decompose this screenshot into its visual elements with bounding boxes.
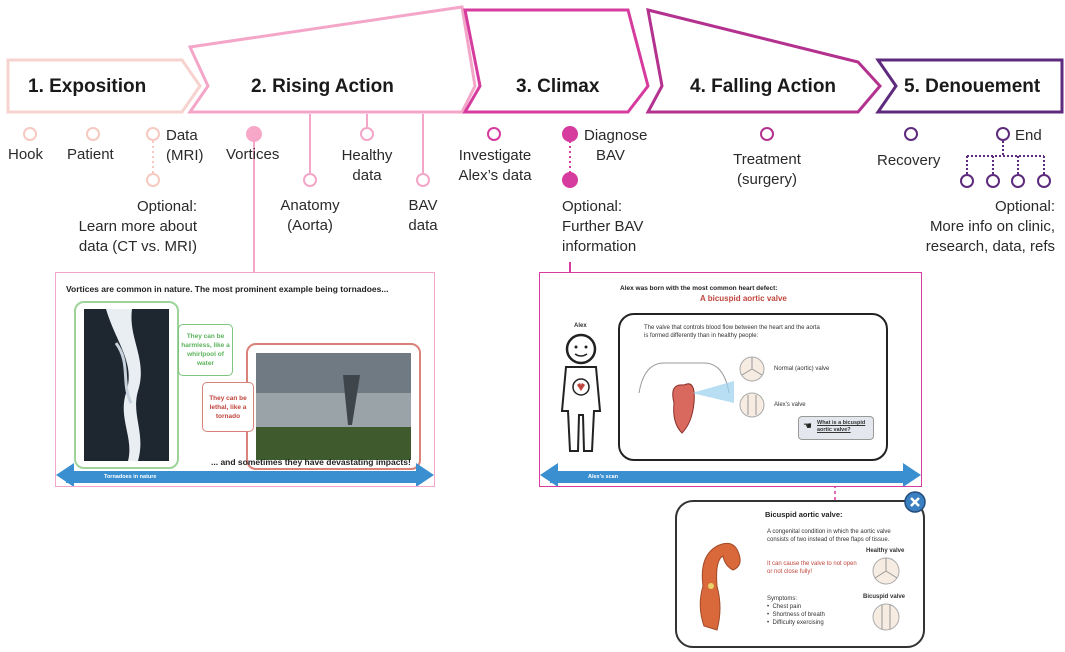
node-anatomy xyxy=(303,173,317,187)
bav-info-popup: Bicuspid aortic valve: A congenital cond… xyxy=(675,500,925,648)
popup-healthy-label: Healthy valve xyxy=(866,548,905,554)
node-bav-data xyxy=(416,173,430,187)
node-treatment xyxy=(760,127,774,141)
node-optional-bav xyxy=(562,172,578,188)
stage-arrow-falling-action xyxy=(645,7,882,114)
stage-label-exposition: 1. Exposition xyxy=(28,76,147,97)
node-diagnose xyxy=(562,126,578,142)
slide-alex-scan[interactable]: Alex was born with the most common heart… xyxy=(539,272,922,487)
popup-symptoms-title: Symptoms: xyxy=(767,596,798,602)
next-arrow-icon[interactable] xyxy=(901,463,921,487)
node-investigate xyxy=(487,127,501,141)
whirlpool-frame xyxy=(74,301,179,469)
healthy-valve-icon xyxy=(872,557,900,585)
node-optional-data xyxy=(146,173,160,187)
person-name: Alex xyxy=(574,323,587,329)
slide-alex-subtitle: A bicuspid aortic valve xyxy=(700,294,787,303)
slide-alex-title: Alex was born with the most common heart… xyxy=(620,285,778,292)
label-patient: Patient xyxy=(67,146,114,163)
popup-symptom-item: • Difficulty exercising xyxy=(767,620,824,626)
prev-arrow-icon[interactable] xyxy=(540,463,560,487)
node-end-optional-4 xyxy=(1037,174,1051,188)
node-hook xyxy=(23,127,37,141)
slide-alex-nav-bar xyxy=(550,471,908,483)
bubble-harmless: They can be harmless, like a whirlpool o… xyxy=(178,324,233,376)
slide-vortices-footer: ... and sometimes they have devastating … xyxy=(211,457,411,467)
stage-label-denouement: 5. Denouement xyxy=(904,76,1041,97)
normal-valve-label: Normal (aortic) valve xyxy=(774,366,830,372)
slide-vortices-bar-label: Tornadoes in nature xyxy=(104,474,157,480)
node-healthy xyxy=(360,127,374,141)
valve-panel: The valve that controls blood flow betwe… xyxy=(618,313,888,461)
label-treatment: Treatment(surgery) xyxy=(733,151,801,188)
stage-label-climax: 3. Climax xyxy=(516,76,600,97)
bicuspid-info-button[interactable]: ☚ What is a bicuspid aortic valve? xyxy=(798,416,874,440)
stage-arrow-exposition xyxy=(6,58,202,114)
tornado-image xyxy=(256,353,411,460)
node-end xyxy=(996,127,1010,141)
popup-description: A congenital condition in which the aort… xyxy=(767,529,891,543)
slide-vortices-nav-bar xyxy=(66,471,421,483)
normal-valve-icon xyxy=(739,356,765,382)
close-icon[interactable] xyxy=(904,491,926,513)
popup-bicuspid-label: Bicuspid valve xyxy=(863,594,906,600)
stage-arrow-climax xyxy=(462,8,650,114)
slide-vortices-title: Vortices are common in nature. The most … xyxy=(66,284,389,294)
bicuspid-info-button-label: What is a bicuspid aortic valve? xyxy=(817,420,866,433)
aorta-illustration xyxy=(699,542,741,631)
stage-label-rising-action: 2. Rising Action xyxy=(251,76,394,97)
stage-label-falling-action: 4. Falling Action xyxy=(690,76,837,97)
prev-arrow-icon[interactable] xyxy=(56,463,76,487)
stage-arrow-rising-action xyxy=(187,5,477,114)
person-figure-icon xyxy=(560,333,602,452)
node-patient xyxy=(86,127,100,141)
bicuspid-valve-icon xyxy=(872,603,900,631)
pointer-hand-icon: ☚ xyxy=(803,421,812,432)
label-data-mri: Data(MRI) xyxy=(166,127,204,164)
next-arrow-icon[interactable] xyxy=(414,463,434,487)
label-anatomy: Anatomy(Aorta) xyxy=(280,197,340,234)
node-vortices xyxy=(246,126,262,142)
popup-warning: It can cause the valve to not open or no… xyxy=(767,561,857,575)
whirlpool-image xyxy=(84,309,169,461)
stage-arrow-denouement xyxy=(875,58,1064,114)
bubble-lethal: They can be lethal, like a tornado xyxy=(202,382,254,432)
slide-alex-bar-label: Alex’s scan xyxy=(588,474,619,480)
node-end-optional-2 xyxy=(986,174,1000,188)
heart-illustration xyxy=(638,362,734,434)
label-recovery: Recovery xyxy=(877,152,941,169)
popup-symptom-item: • Chest pain xyxy=(767,604,802,610)
node-end-optional-3 xyxy=(1011,174,1025,188)
label-end: End xyxy=(1015,127,1042,144)
alex-valve-label: Alex’s valve xyxy=(774,402,806,408)
valve-description: The valve that controls blood flow betwe… xyxy=(644,325,820,339)
label-optional-end: Optional:More info on clinic,research, d… xyxy=(925,198,1055,255)
alex-valve-icon xyxy=(739,392,765,418)
label-vortices: Vortices xyxy=(226,146,280,163)
slide-vortices[interactable]: Vortices are common in nature. The most … xyxy=(55,272,435,487)
node-end-optional-1 xyxy=(960,174,974,188)
popup-symptom-item: • Shortness of breath xyxy=(767,612,825,618)
node-data-mri xyxy=(146,127,160,141)
label-hook: Hook xyxy=(8,146,44,163)
popup-title: Bicuspid aortic valve: xyxy=(765,510,843,519)
tornado-frame xyxy=(246,343,421,470)
node-recovery xyxy=(904,127,918,141)
